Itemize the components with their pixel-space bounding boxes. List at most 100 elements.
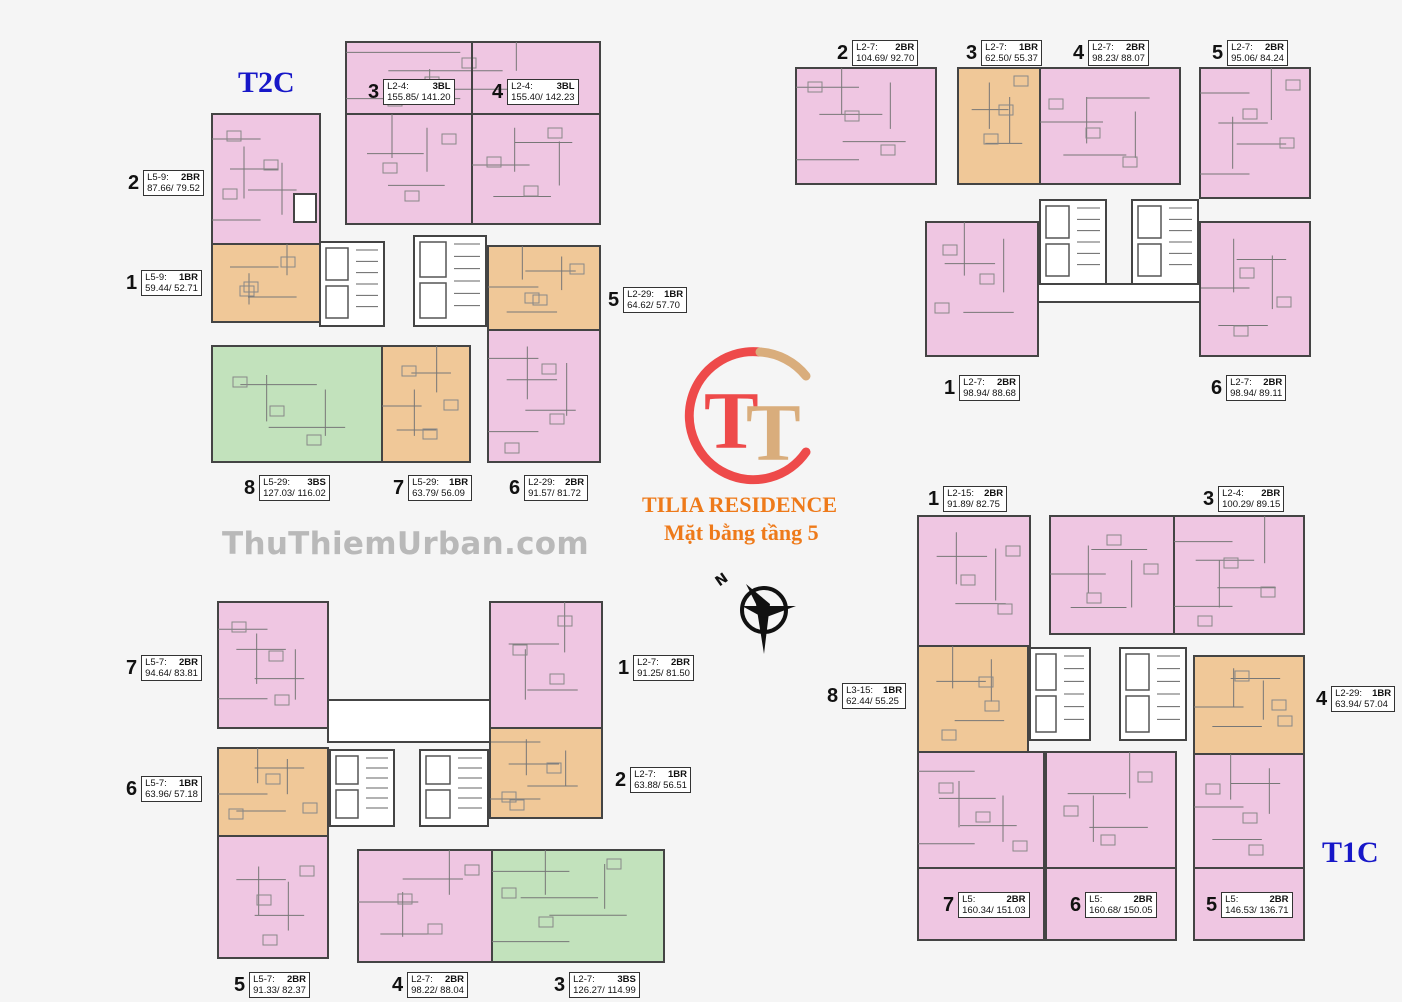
unit-t2c-4 [471,113,601,225]
unit-t2c-7 [381,345,471,463]
furniture [1205,783,1221,795]
unit-bl-4 [357,849,493,963]
unit-number: 3 [368,80,380,103]
unit-type: 2BR [1264,42,1284,53]
furniture [941,729,957,741]
north-arrow-icon [746,584,770,654]
unit-levels: L2-4: [387,81,409,92]
furniture [1197,615,1213,627]
unit-levels: L5-7: [145,778,167,789]
elevator-shaft [325,285,349,319]
unit-area: 91.33/ 82.37 [253,985,306,996]
furniture [422,428,438,440]
unit-number: 1 [618,656,630,679]
furniture [274,694,290,706]
unit-levels: L2-29: [627,289,655,300]
tower-label-t2c: T2C [238,66,295,99]
unit-number: 6 [1211,376,1223,399]
unit-number: 5 [1212,41,1224,64]
unit-levels: L2-7: [634,769,656,780]
elevator-shaft [425,755,451,785]
furniture [268,650,284,662]
unit-area: 98.94/ 88.68 [963,388,1016,399]
furniture [549,413,565,425]
unit-type: 2BR [1133,894,1153,905]
furniture [975,811,991,823]
unit-type: 1BR [667,769,687,780]
unit-type: 2BR [670,657,690,668]
furniture [269,405,285,417]
unit-area: 64.62/ 57.70 [627,300,680,311]
furniture [960,574,976,586]
furniture [222,188,238,200]
unit-levels: L2-7: [411,974,433,985]
unit-levels: L5-29: [412,477,440,488]
unit-t2c-1 [211,243,321,323]
unit-area: 127.03/ 116.02 [263,488,326,499]
unit-t2c-2 [211,113,321,245]
furniture [807,81,823,93]
furniture [938,782,954,794]
furniture [998,104,1014,116]
furniture [256,894,272,906]
unit-bl-5 [217,835,329,959]
furniture [1239,267,1255,279]
unit-levels: L2-29: [1335,688,1363,699]
furniture [461,57,477,69]
unit-type: 3BL [556,81,575,92]
unit-area: 100.29/ 89.15 [1222,499,1281,510]
furniture [541,363,557,375]
unit-number: 2 [128,171,140,194]
unit-area: 95.06/ 84.24 [1231,53,1284,64]
furniture [523,185,539,197]
furniture [1279,137,1295,149]
unit-type: 2BR [286,974,306,985]
furniture [231,621,247,633]
unit-number: 8 [244,476,256,499]
unit-type: 1BR [883,685,903,696]
logo-ring-icon [755,347,811,381]
unit-levels: L5-9: [145,272,167,283]
unit-number: 7 [393,476,405,499]
furniture [1223,557,1239,569]
unit-area: 91.57/ 81.72 [528,488,581,499]
unit-area: 87.66/ 79.52 [147,183,200,194]
furniture [549,673,565,685]
unit-t1c-1 [917,515,1031,647]
compass-north-label: N [712,570,731,590]
unit-number: 7 [126,656,138,679]
furniture [1285,79,1301,91]
furniture [427,923,443,935]
furniture [501,791,517,803]
furniture [302,802,318,814]
north-arrow-icon [742,606,796,618]
unit-tr-3 [957,67,1041,185]
unit-type: 2BR [1125,42,1145,53]
unit-number: 1 [944,376,956,399]
unit-area: 91.89/ 82.75 [947,499,1000,510]
unit-type: 2BR [1261,488,1281,499]
logo-letter-t2: T [746,387,801,478]
furniture [880,144,896,156]
furniture [1137,771,1153,783]
furniture [226,130,242,142]
furniture [486,156,502,168]
unit-type: 1BR [1372,688,1392,699]
